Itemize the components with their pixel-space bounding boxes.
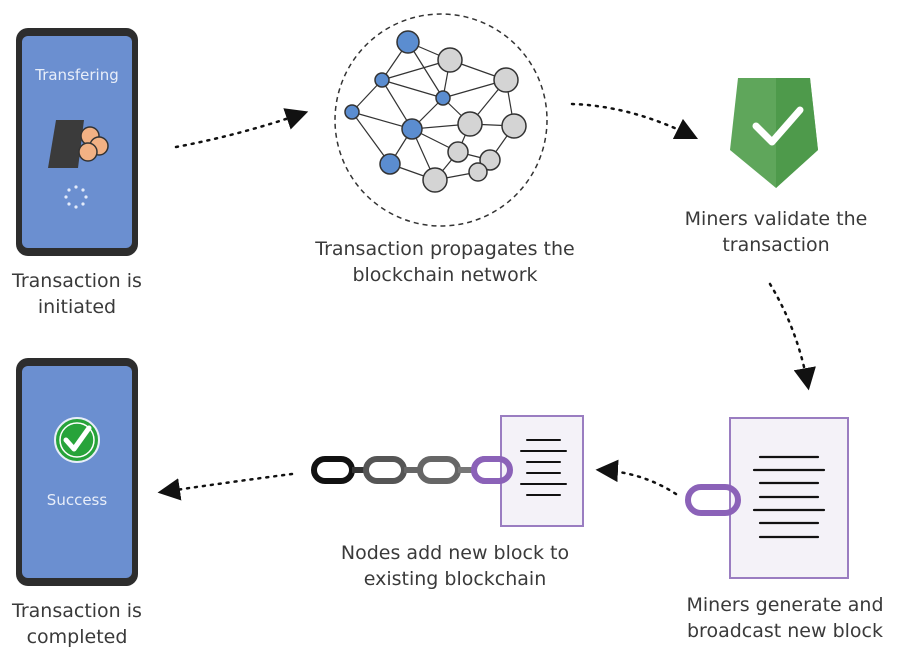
arrow-initiated-to-network [174,108,309,149]
arrow-validate-to-generate [768,282,816,391]
existing-blockchain [311,415,584,527]
coins-icon [78,126,109,162]
caption-initiated: Transaction is initiated [12,270,142,318]
phone-completed: Success [16,358,138,586]
phone-screen [22,366,132,578]
phone-initiated: Transfering [16,28,138,256]
check-circle-icon [54,417,100,463]
caption-propagates: Transaction propagates the blockchain ne… [315,238,575,286]
document-block-icon [500,415,584,527]
shield-check-icon [730,78,818,188]
caption-generate: Miners generate and broadcast new block [686,594,884,642]
chain-link-icon [685,484,741,516]
new-block-document [685,417,849,579]
caption-validate: Miners validate the transaction [684,208,868,256]
caption-add-block: Nodes add new block to existing blockcha… [340,542,570,590]
network-icon [334,13,548,227]
arrow-add-to-completed [157,472,294,501]
success-label: Success [47,491,108,509]
arrow-generate-to-add [595,459,678,496]
transfering-label: Transfering [34,66,119,84]
loading-spinner-icon [64,185,88,209]
caption-completed: Transaction is completed [12,600,142,648]
wallet-icon [48,120,84,168]
arrow-network-to-validate [570,102,699,140]
